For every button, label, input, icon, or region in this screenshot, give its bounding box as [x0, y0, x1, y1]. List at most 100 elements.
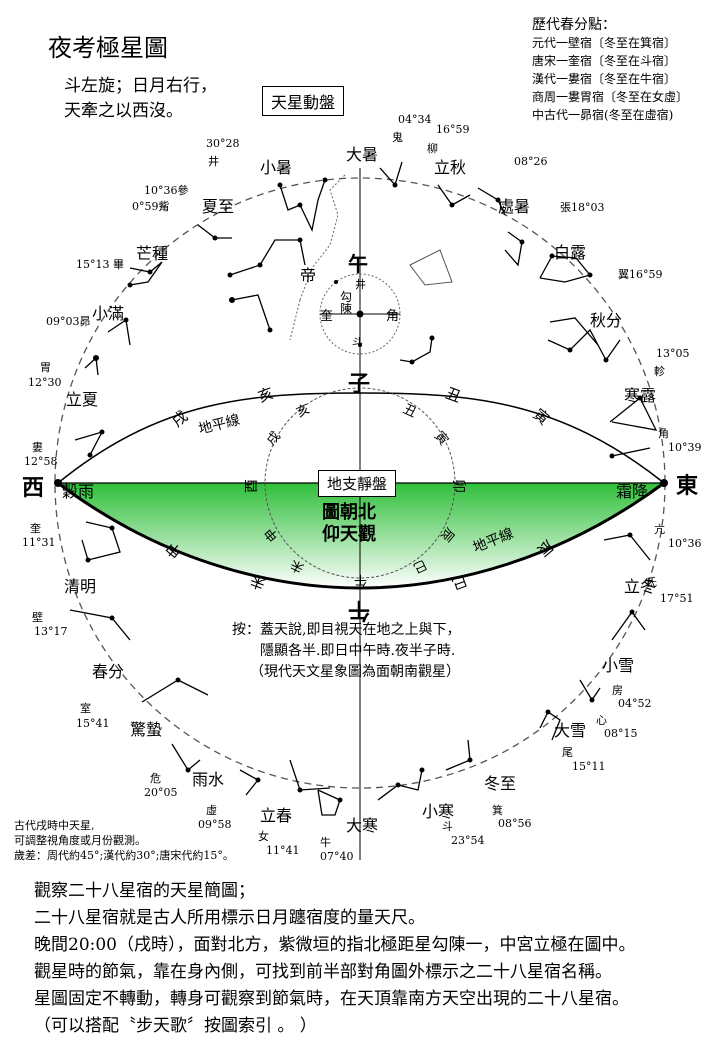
mansion-label: 壁 [32, 611, 43, 624]
description-line: 二十八星宿就是古人所用標示日月躔宿度的量天尺。 [34, 908, 425, 928]
epoch-item: 唐宋一奎宿〔冬至在斗宿〕 [532, 54, 677, 68]
mansion-label: 氐 [646, 576, 657, 589]
description-line: 觀察二十八星宿的天星簡圖； [34, 881, 255, 901]
note-line: （現代天文星象圖為面朝南觀星） [250, 664, 460, 680]
mansion-label: 15°41 [76, 717, 110, 730]
mansion-label: 30°28 [206, 137, 240, 150]
solar-term-label: 寒露 [624, 386, 657, 405]
mansion-label: 柳 [427, 142, 438, 155]
east-label: 東 [676, 473, 699, 499]
mansion-label: 軫 [654, 365, 665, 378]
solar-term-label: 芒種 [136, 244, 169, 263]
mansion-label: 奎 [30, 522, 41, 535]
mansion-label: 亢 [654, 523, 665, 536]
description-line: 觀星時的節氣，靠在身內側，可找到前半部對角圖外標示之二十八星宿名稱。 [34, 962, 612, 982]
mansion-label: 09°03昴 [46, 315, 91, 328]
mansion-label: 04°34 [398, 113, 432, 126]
label-di: 帝 [300, 266, 317, 285]
solar-term-label: 立秋 [434, 158, 467, 177]
mansion-label: 09°58 [198, 818, 232, 831]
mansion-label: 08°56 [498, 817, 532, 830]
solar-term-label: 大暑 [346, 145, 379, 164]
solar-term-label: 大寒 [346, 816, 379, 835]
mansion-label: 12°58 [24, 455, 58, 468]
mansion-label: 11°31 [22, 536, 56, 549]
mansion-label: 尾 [562, 746, 573, 759]
solar-term-label: 秋分 [590, 311, 623, 330]
east-point [660, 479, 668, 487]
mansion-label: 11°41 [266, 844, 300, 857]
label-jing: 井 [355, 278, 366, 291]
solar-term-label: 霜降 [616, 482, 649, 501]
mansion-label: 危 [150, 772, 161, 785]
mansion-label: 12°30 [28, 376, 62, 389]
solar-term-label: 白露 [554, 243, 587, 262]
branch-zi: 子 [348, 371, 371, 397]
footnote-line: 歲差：周代約45°;漢代約30°;唐宋代約15°。 [14, 849, 234, 862]
west-label: 西 [22, 475, 45, 501]
solar-term-label: 小滿 [92, 304, 125, 323]
epochs-list: 歷代春分點： 元代一壁宿〔冬至在箕宿〕 唐宋一奎宿〔冬至在斗宿〕 漢代一婁宿〔冬… [532, 16, 688, 124]
motto-line-2: 天牽之以西沒。 [64, 101, 183, 121]
west-point [54, 479, 62, 487]
solar-term-label: 冬至 [484, 774, 517, 793]
epoch-item: 商周一婁胃宿〔冬至在女虛〕 [532, 90, 689, 104]
label-dou: 斗 [352, 336, 363, 349]
top-branch-wu: 午 [348, 252, 368, 276]
motto-line-1: 斗左旋；日月右行， [64, 76, 217, 96]
motto: 斗左旋；日月右行， 天牽之以西沒。 [64, 74, 217, 124]
solar-term-label: 小雪 [602, 656, 635, 675]
label-gou: 勾 [340, 290, 353, 304]
mansion-label: 心 [596, 714, 607, 727]
solar-term-label: 小寒 [422, 802, 455, 821]
branch-wu-inner: 午 [354, 572, 368, 587]
description-block: 觀察二十八星宿的天星簡圖； 二十八星宿就是古人所用標示日月躔宿度的量天尺。 晚間… [34, 878, 636, 1040]
mansion-label: 牛 [320, 836, 331, 849]
mansion-label: 23°54 [451, 834, 485, 847]
earth-disc-circle [264, 387, 456, 579]
mansion-label: 婁 [32, 441, 43, 454]
description-line: 晚間20:00（戌時），面對北方，紫微垣的指北極距星勾陳一，中宮立極在圖中。 [34, 935, 636, 955]
branch-you: 酉 [244, 479, 260, 493]
constellations [69, 161, 658, 816]
label-chen: 陳 [340, 302, 353, 316]
mansion-label: 箕 [492, 804, 503, 817]
solar-term-label: 立春 [260, 806, 293, 825]
footnote-block: 古代戌時中天星, 可調整視角度或月份觀測。 歲差：周代約45°;漢代約30°;唐… [14, 818, 234, 863]
branch-mao: 卯 [450, 479, 466, 493]
solar-term-label: 穀雨 [62, 482, 95, 501]
center-label-line-1: 圖朝北 [322, 502, 376, 523]
mansion-label: 08°26 [514, 155, 548, 168]
mansion-label: 16°59 [436, 123, 470, 136]
sky-rotating-disc-label: 天星動盤 [262, 86, 345, 116]
mansion-label: 翼16°59 [618, 268, 663, 281]
note-block: 按：蓋天說,即目視天在地之上與下， 隱顯各半.即日中午時.夜半子時. （現代天文… [232, 620, 460, 683]
mansion-label: 井 [208, 155, 219, 168]
mansion-label: 10°36參 [144, 184, 189, 197]
mansion-label: 13°05 [656, 347, 690, 360]
footnote-line: 古代戌時中天星, [14, 819, 95, 832]
solar-term-label: 處暑 [498, 197, 531, 216]
epochs-heading: 歷代春分點： [532, 17, 616, 33]
center-label-line-2: 仰天觀 [322, 524, 376, 545]
page-title: 夜考極星圖 [48, 34, 168, 62]
note-line: 隱顯各半.即日中午時.夜半子時. [260, 643, 456, 659]
mansion-label: 張18°03 [560, 201, 605, 214]
mansion-label: 04°52 [618, 697, 652, 710]
mansion-label: 虛 [206, 804, 217, 817]
mansion-label: 08°15 [604, 727, 638, 740]
earth-static-disc-label: 地支靜盤 [318, 470, 397, 497]
mansion-label: 17°51 [660, 592, 694, 605]
description-line: （可以搭配〝步天歌〞按圖索引 。 ） [34, 1016, 317, 1036]
epoch-item: 中古代一昴宿(冬至在虛宿) [532, 108, 674, 122]
label-jiao: 角 [386, 309, 400, 324]
solar-term-label: 立冬 [624, 577, 657, 596]
mansion-label: 角 [658, 427, 669, 440]
solar-term-label: 春分 [92, 662, 125, 681]
mansion-label: 房 [612, 684, 623, 697]
mansion-label: 鬼 [392, 131, 403, 144]
mansion-label: 0°59觜 [132, 200, 170, 213]
mansion-label: 07°40 [320, 850, 354, 863]
solar-term-label: 清明 [64, 577, 97, 596]
